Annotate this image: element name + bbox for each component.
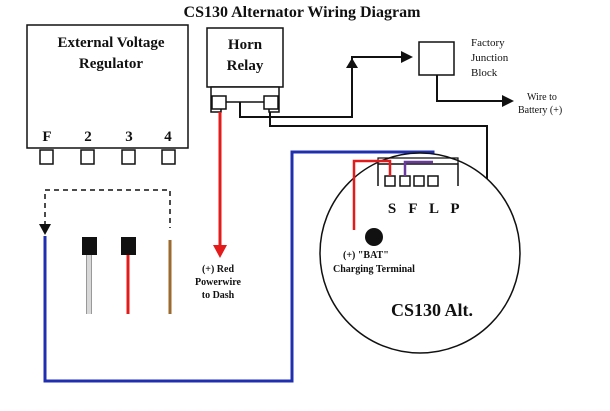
junction-block-box xyxy=(418,41,455,76)
cs130-alternator: S F L P (+) "BAT" Charging Terminal CS13… xyxy=(319,152,521,354)
regulator-plug xyxy=(39,189,172,314)
horn-relay-pin-right xyxy=(263,95,279,110)
regulator-terminal-f: F xyxy=(42,129,51,145)
purple-wire xyxy=(403,160,433,176)
powerwire-label-line2: Powerwire xyxy=(195,277,241,288)
battery-label-line1: Wire to xyxy=(527,92,557,103)
junction-label-line1: Factory xyxy=(471,37,505,49)
regulator-pin-3 xyxy=(121,149,136,165)
regulator-terminal-3: 3 xyxy=(125,129,133,145)
plug-pin-left xyxy=(82,237,97,255)
horn-relay-label-line1: Horn xyxy=(228,37,263,53)
alternator-terminal-s: S xyxy=(388,201,396,217)
horn-relay-pin-left xyxy=(211,95,227,110)
bat-charging-terminal xyxy=(365,228,383,246)
factory-junction-block: Factory Junction Block xyxy=(418,37,509,79)
bat-label-line1: (+) "BAT" xyxy=(343,250,389,261)
regulator-label-line2: Regulator xyxy=(79,56,143,72)
plug-dashed-outline xyxy=(44,189,171,228)
alternator-terminal-l: L xyxy=(429,201,439,217)
external-voltage-regulator: External Voltage Regulator F 2 3 4 xyxy=(26,24,189,165)
alternator-terminal-f: F xyxy=(408,201,417,217)
horn-relay: Horn Relay xyxy=(206,27,284,113)
red-sense-wire xyxy=(352,159,392,230)
regulator-pin-f xyxy=(39,149,54,165)
plug-pin-right xyxy=(121,237,136,255)
battery-wire xyxy=(436,75,503,102)
junction-label-line2: Junction xyxy=(471,52,509,64)
alternator-terminal-p: P xyxy=(450,201,459,217)
alternator-label: CS130 Alt. xyxy=(391,300,473,320)
diagram-title: CS130 Alternator Wiring Diagram xyxy=(184,4,422,21)
horn-relay-label-line2: Relay xyxy=(227,58,264,74)
regulator-terminal-2: 2 xyxy=(84,129,92,145)
horn-relay-box xyxy=(206,27,284,88)
regulator-pin-4 xyxy=(161,149,176,165)
regulator-label-line1: External Voltage xyxy=(57,35,164,51)
powerwire-label-line3: to Dash xyxy=(202,290,235,301)
powerwire-label-line1: (+) Red xyxy=(202,264,235,275)
battery-label-line2: Battery (+) xyxy=(518,105,562,116)
regulator-terminal-4: 4 xyxy=(164,129,172,145)
junction-up-arrow-icon xyxy=(346,58,358,68)
alternator-pin-l xyxy=(413,175,425,187)
plug-arrow-icon xyxy=(39,224,51,235)
battery-arrow-icon xyxy=(502,95,514,107)
junction-label-line3: Block xyxy=(471,67,498,79)
relay-to-junction-wire xyxy=(239,56,402,118)
alternator-plug-housing xyxy=(377,163,459,186)
alternator-pin-s xyxy=(384,175,396,187)
junction-arrow-icon xyxy=(401,51,413,63)
regulator-pin-2 xyxy=(80,149,95,165)
relay-to-alternator-wire xyxy=(269,112,488,198)
alternator-pin-p xyxy=(427,175,439,187)
regulator-box xyxy=(26,24,189,149)
red-powerwire-arrow-icon xyxy=(213,245,227,258)
bat-label-line2: Charging Terminal xyxy=(333,264,415,275)
alternator-body xyxy=(319,152,521,354)
alternator-pin-f xyxy=(399,175,411,187)
